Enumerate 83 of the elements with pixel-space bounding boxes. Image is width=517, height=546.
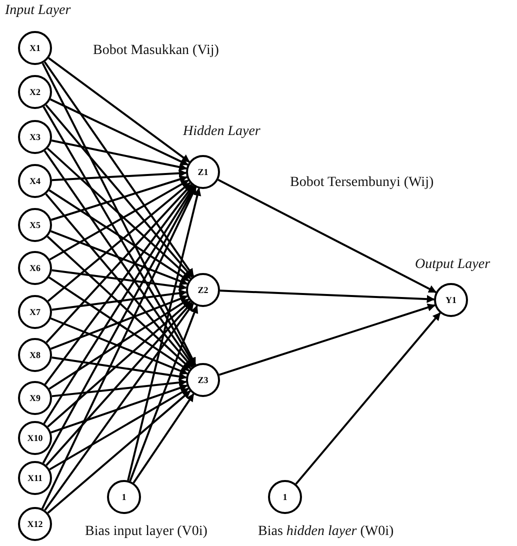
neuron-circle <box>18 164 52 198</box>
arrow <box>50 384 188 434</box>
neuron-circle <box>18 461 52 495</box>
neuron-circle <box>186 155 220 189</box>
neuron-circle <box>186 273 220 307</box>
arrow <box>52 356 187 380</box>
neuron-label: Z1 <box>198 167 208 177</box>
arrow <box>52 269 187 291</box>
layer-title: Output Layer <box>415 257 490 273</box>
arrow <box>48 57 190 163</box>
arrow <box>45 104 193 278</box>
neuron-label: Z2 <box>198 285 208 295</box>
arrow <box>47 300 191 428</box>
arrow <box>42 62 196 366</box>
neuron-circle <box>18 208 52 242</box>
arrow <box>52 169 187 182</box>
arrow <box>46 236 192 370</box>
neuron-label: X11 <box>27 473 42 483</box>
neuron-label: X5 <box>30 220 40 230</box>
arrow <box>50 98 188 166</box>
neuron-circle <box>268 480 302 514</box>
annotation-text: Bias input layer (V0i) <box>85 524 208 540</box>
arrow <box>46 148 192 280</box>
annotation-text: Bias hidden layer (W0i) <box>258 524 394 540</box>
arrow <box>44 150 194 367</box>
neuron-circle <box>434 283 468 317</box>
neuron-label: X8 <box>30 350 40 360</box>
arrow <box>220 290 435 304</box>
layer-title: Input Layer <box>5 3 71 19</box>
arrow <box>42 106 196 366</box>
arrow <box>41 186 197 510</box>
arrow <box>127 188 202 481</box>
arrow <box>46 302 192 466</box>
neuron-circle <box>18 120 52 154</box>
neuron-label: X2 <box>30 87 40 97</box>
neuron-circle <box>18 381 52 415</box>
arrow <box>50 295 188 350</box>
arrow <box>49 388 189 470</box>
arrow <box>218 178 437 294</box>
neuron-label: X9 <box>30 393 40 403</box>
neuron-label: X7 <box>30 307 40 317</box>
neuron-circle <box>18 75 52 109</box>
arrow <box>47 390 191 514</box>
neuron-label: X4 <box>30 176 40 186</box>
annotation-text: Bobot Masukkan (Vij) <box>93 43 219 59</box>
neuron-label: X10 <box>27 433 43 443</box>
arrow <box>51 139 188 171</box>
arrow <box>295 312 441 485</box>
neuron-circle <box>18 338 52 372</box>
neuron-label: Y1 <box>446 295 456 305</box>
neuron-circle <box>18 507 52 541</box>
arrow <box>49 180 189 260</box>
neuron-circle <box>107 480 141 514</box>
neuron-label: 1 <box>122 492 126 502</box>
arrow <box>46 184 192 344</box>
arrow <box>42 186 196 464</box>
neuron-label: Z3 <box>198 375 208 385</box>
arrow <box>44 303 194 511</box>
neuron-circle <box>18 251 52 285</box>
arrow <box>44 61 194 277</box>
neuron-label: X12 <box>27 519 43 529</box>
neuron-circle <box>18 421 52 455</box>
neuron-label: 1 <box>282 492 288 502</box>
arrow <box>52 378 187 398</box>
neuron-label: X3 <box>30 132 40 142</box>
arrow <box>47 182 191 302</box>
neuron-label: X1 <box>30 43 40 53</box>
arrow <box>48 298 190 390</box>
neuron-circle <box>18 295 52 329</box>
layer-title: Hidden Layer <box>183 124 260 140</box>
neuron-label: X6 <box>30 263 40 273</box>
arrow <box>50 175 188 221</box>
neuron-circle <box>186 363 220 397</box>
arrow <box>50 230 188 285</box>
arrow <box>50 317 188 375</box>
arrow <box>48 276 190 372</box>
arrow <box>48 189 190 282</box>
arrow <box>129 305 198 482</box>
arrow <box>132 393 194 484</box>
annotation-text: Bobot Tersembunyi (Wij) <box>290 175 434 191</box>
neuron-circle <box>18 31 52 65</box>
arrow <box>52 289 187 311</box>
arrow <box>218 304 436 376</box>
